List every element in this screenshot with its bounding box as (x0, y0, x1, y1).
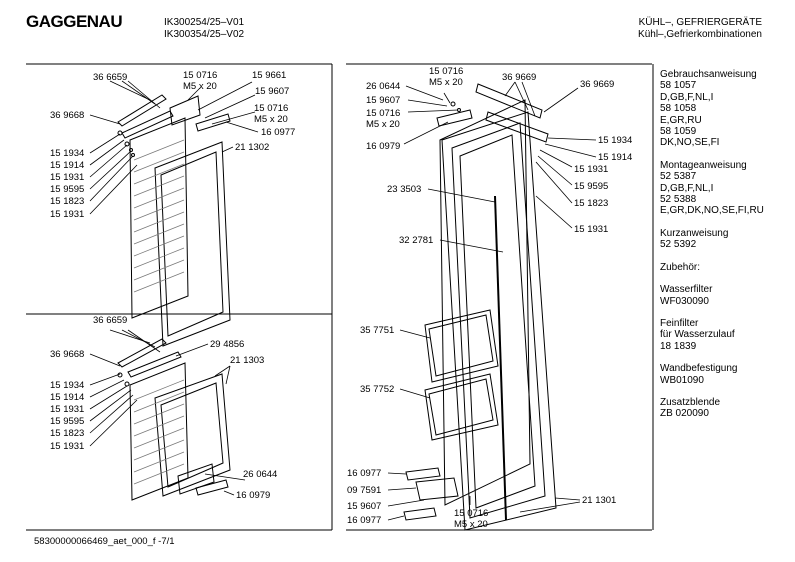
label-part-151931: 15 1931 (50, 209, 85, 220)
doc-line: D,GB,F,NL,I (660, 91, 714, 103)
label-screw-size: M5 x 20 (454, 519, 488, 530)
group-wasserfilter: Wasserfilter WF030090 (660, 284, 795, 307)
label-part-357752: 35 7752 (360, 384, 395, 395)
doc-heading: Zubehör: (660, 261, 701, 273)
label-part-151931: 15 1931 (50, 441, 85, 452)
label-part-151823: 15 1823 (50, 428, 85, 439)
label-part-151914: 15 1914 (50, 160, 85, 171)
doc-line: E,GR,DK,NO,SE,FI,RU (660, 205, 764, 217)
label-part-159595: 15 9595 (574, 181, 609, 192)
model-codes: IK300254/25–V01 IK300354/25–V02 (164, 17, 244, 41)
label-part-159661: 15 9661 (252, 70, 287, 81)
group-gebrauchsanweisung: Gebrauchsanweisung 58 1057 D,GB,F,NL,I 5… (660, 69, 795, 149)
doc-line: 58 1058 (660, 103, 697, 115)
label-part-097591: 09 7591 (347, 485, 382, 496)
label-part-159607: 15 9607 (255, 86, 290, 97)
group-feinfilter: Feinfilter für Wasserzulauf 18 1839 (660, 318, 795, 352)
brand-logo: GAGGENAU (26, 12, 123, 31)
group-zubehoer: Zubehör: (660, 262, 795, 273)
title-line-2: Kühl–,Gefrierkombinationen (638, 29, 762, 40)
doc-heading: Montageanweisung (660, 159, 747, 171)
doc-heading: Wasserfilter (660, 284, 713, 296)
doc-heading: Zusatzblende (660, 396, 721, 408)
doc-line: ZB 020090 (660, 408, 709, 420)
page-title: KÜHL–, GEFRIERGERÄTE Kühl–,Gefrierkombin… (638, 17, 762, 41)
label-part-151823: 15 1823 (574, 198, 609, 209)
documents-list: Gebrauchsanweisung 58 1057 D,GB,F,NL,I 5… (660, 69, 795, 431)
doc-heading: Gebrauchsanweisung (660, 69, 757, 80)
label-part-151934: 15 1934 (50, 148, 85, 159)
label-screw-size: M5 x 20 (429, 77, 463, 88)
label-part-211303: 21 1303 (230, 355, 265, 366)
doc-heading: Feinfilter (660, 317, 699, 329)
label-part-150716: 15 0716 (366, 108, 401, 119)
doc-line: 58 1057 (660, 80, 697, 92)
lower-door (117, 338, 231, 501)
group-wandbefestigung: Wandbefestigung WB01090 (660, 363, 795, 386)
label-part-150716: 15 0716 (254, 103, 289, 114)
doc-line: D,GB,F,NL,I (660, 182, 714, 194)
label-part-150716: 15 0716 (454, 508, 489, 519)
label-part-159595: 15 9595 (50, 416, 85, 427)
label-part-160979: 16 0979 (366, 141, 401, 152)
label-part-160977: 16 0977 (347, 515, 382, 526)
label-part-151931: 15 1931 (574, 164, 609, 175)
label-part-160977: 16 0977 (347, 468, 382, 479)
doc-line: 52 5387 (660, 171, 697, 183)
title-line-1: KÜHL–, GEFRIERGERÄTE (638, 17, 762, 28)
label-part-366659: 36 6659 (93, 72, 128, 83)
label-part-369668: 36 9668 (50, 110, 85, 121)
model-code-1: IK300254/25–V01 (164, 17, 245, 28)
label-part-159595: 15 9595 (50, 184, 85, 195)
doc-line: WF030090 (660, 295, 709, 307)
label-part-211302: 21 1302 (235, 142, 270, 153)
label-part-159607: 15 9607 (366, 95, 401, 106)
label-part-366659: 36 6659 (93, 315, 128, 326)
doc-heading: Wandbefestigung (660, 363, 738, 375)
label-part-150716: 15 0716 (183, 70, 218, 81)
document-id: 58300000066469_aet_000_f -7/1 (34, 536, 175, 547)
upper-door (117, 94, 231, 347)
label-part-151914: 15 1914 (50, 392, 85, 403)
label-part-357751: 35 7751 (360, 325, 395, 336)
label-screw-size: M5 x 20 (366, 119, 400, 130)
label-part-369669: 36 9669 (502, 72, 537, 83)
tall-door (403, 83, 557, 531)
group-zusatzblende: Zusatzblende ZB 020090 (660, 397, 795, 420)
doc-line: DK,NO,SE,FI (660, 137, 720, 149)
group-montageanweisung: Montageanweisung 52 5387 D,GB,F,NL,I 52 … (660, 160, 795, 217)
label-part-151934: 15 1934 (598, 135, 633, 146)
model-code-2: IK300354/25–V02 (164, 29, 245, 40)
label-part-151823: 15 1823 (50, 196, 85, 207)
doc-line: WB01090 (660, 374, 704, 386)
label-part-233503: 23 3503 (387, 184, 422, 195)
doc-heading: Kurzanweisung (660, 227, 729, 239)
label-part-151931: 15 1931 (50, 172, 85, 183)
label-part-322781: 32 2781 (399, 235, 434, 246)
doc-line: 18 1839 (660, 340, 697, 352)
label-part-260644: 26 0644 (366, 81, 401, 92)
label-part-151934: 15 1934 (50, 380, 85, 391)
doc-line: für Wasserzulauf (660, 329, 735, 341)
doc-line: 58 1059 (660, 126, 697, 138)
label-part-260644: 26 0644 (243, 469, 278, 480)
label-part-160979: 16 0979 (236, 490, 271, 501)
label-part-159607: 15 9607 (347, 501, 382, 512)
label-part-369669: 36 9669 (580, 79, 615, 90)
label-screw-size: M5 x 20 (254, 114, 288, 125)
group-kurzanweisung: Kurzanweisung 52 5392 (660, 228, 795, 251)
label-part-151914: 15 1914 (598, 152, 633, 163)
label-part-294856: 29 4856 (210, 339, 245, 350)
label-screw-size: M5 x 20 (183, 81, 217, 92)
doc-line: 52 5392 (660, 239, 697, 251)
label-part-211301: 21 1301 (582, 495, 617, 506)
label-part-369668: 36 9668 (50, 349, 85, 360)
label-part-150716: 15 0716 (429, 66, 464, 77)
doc-line: 52 5388 (660, 194, 697, 206)
label-part-151931: 15 1931 (50, 404, 85, 415)
label-part-151931: 15 1931 (574, 224, 609, 235)
label-part-160977: 16 0977 (261, 127, 296, 138)
doc-line: E,GR,RU (660, 114, 702, 126)
